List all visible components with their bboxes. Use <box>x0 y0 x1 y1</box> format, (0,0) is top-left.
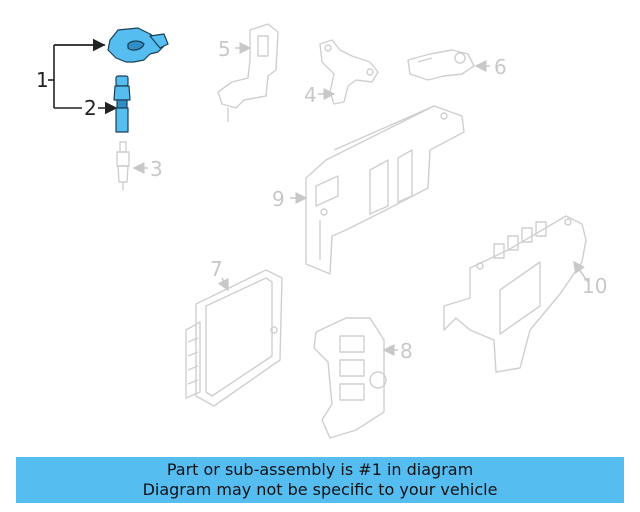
sensor-6[interactable]: 6 <box>407 49 507 81</box>
bracket-10[interactable]: 10 <box>443 215 607 373</box>
callout-label-6: 6 <box>494 55 507 79</box>
callout-label-9: 9 <box>272 187 285 211</box>
callout-2-group[interactable]: 2 <box>84 96 118 120</box>
callout-label-8: 8 <box>400 339 413 363</box>
callout-label-2: 2 <box>84 96 97 120</box>
banner-line-1: Part or sub-assembly is #1 in diagram <box>166 460 474 479</box>
mounting-bracket-9[interactable]: 9 <box>272 105 465 275</box>
callout-label-3: 3 <box>150 157 163 181</box>
callout-label-7: 7 <box>210 257 223 281</box>
callout-label-10: 10 <box>582 274 607 298</box>
sensor-4[interactable]: 4 <box>304 39 379 107</box>
callout-label-1: 1 <box>36 68 49 92</box>
callout-1-group[interactable]: 1 <box>36 38 106 109</box>
spark-plug[interactable]: 3 <box>116 141 163 190</box>
parts-diagram: 1 2 3 5 4 <box>36 23 607 439</box>
callout-label-5: 5 <box>218 37 231 61</box>
ignition-coil-highlighted[interactable] <box>107 27 169 133</box>
sensor-bracket-5[interactable]: 5 <box>217 23 279 122</box>
info-banner: Part or sub-assembly is #1 in diagram Di… <box>16 457 624 503</box>
bracket-8[interactable]: 8 <box>313 317 413 439</box>
callout-label-4: 4 <box>304 83 317 107</box>
banner-line-2: Diagram may not be specific to your vehi… <box>142 480 498 499</box>
control-module-7[interactable]: 7 <box>185 257 283 407</box>
